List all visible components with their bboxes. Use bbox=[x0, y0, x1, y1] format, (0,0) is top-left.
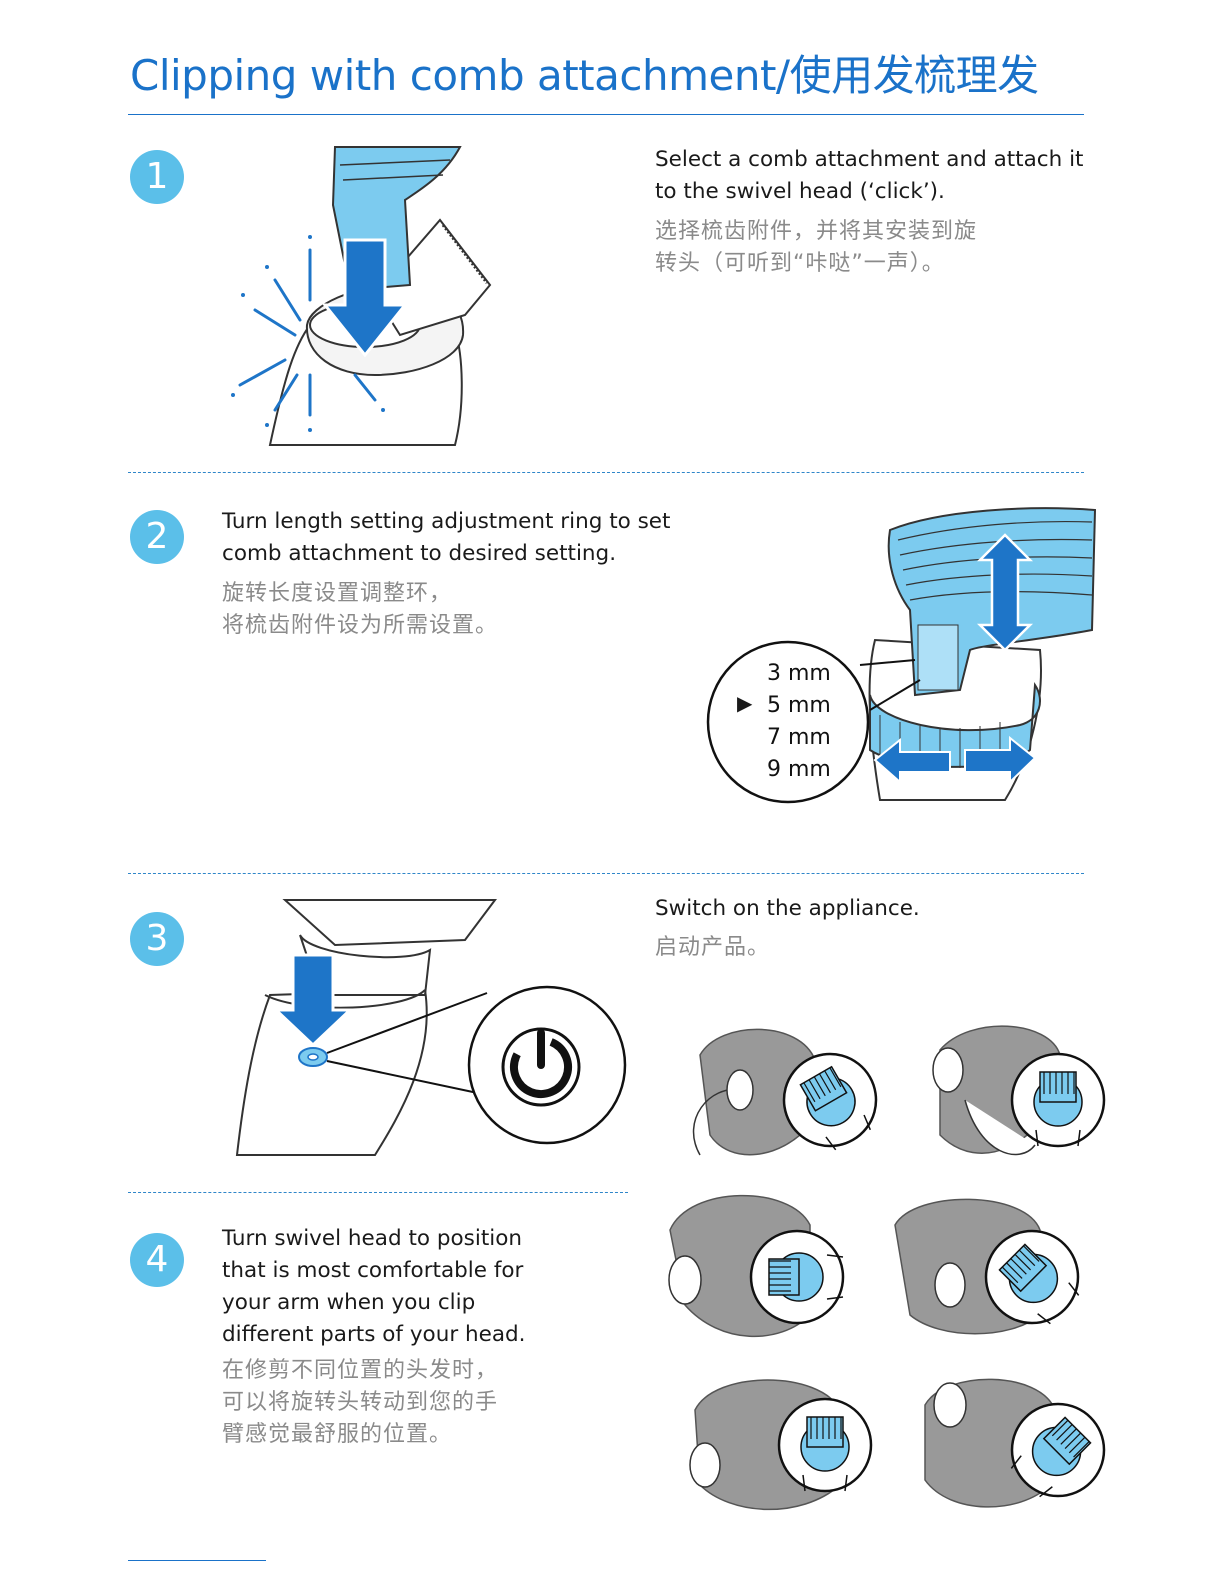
length-ring-illustration bbox=[706, 507, 1097, 804]
step-2-badge: 2 bbox=[130, 510, 184, 564]
section-divider bbox=[128, 873, 1084, 874]
page-title: Clipping with comb attachment/使用发梳理发 bbox=[130, 51, 1039, 100]
step-4-instruction-zh: 在修剪不同位置的头发时， 可以将旋转头转动到您的手 臂感觉最舒服的位置。 bbox=[222, 1358, 499, 1447]
step-4-badge: 4 bbox=[130, 1233, 184, 1287]
length-setting-5mm: 5 mm bbox=[767, 693, 831, 718]
length-setting-7mm: 7 mm bbox=[767, 725, 831, 750]
section-divider bbox=[128, 472, 1084, 473]
length-setting-9mm: 9 mm bbox=[767, 757, 831, 782]
power-button-icon bbox=[235, 899, 627, 1156]
head-positions-illustration bbox=[668, 1025, 1125, 1517]
length-settings-list: 3 mm 5 mm 7 mm 9 mm bbox=[767, 658, 831, 786]
trimmer-comb-attach-illustration bbox=[231, 146, 492, 446]
title-divider bbox=[128, 114, 1084, 115]
step-2-instruction-zh: 旋转长度设置调整环， 将梳齿附件设为所需设置。 bbox=[222, 581, 499, 638]
footer-rule bbox=[128, 1560, 266, 1561]
step-1-badge: 1 bbox=[130, 150, 184, 204]
step-3-instruction-zh: 启动产品。 bbox=[655, 935, 771, 960]
step-1-instruction-zh: 选择梳齿附件，并将其安装到旋 转头（可听到“咔哒”一声）。 bbox=[655, 219, 978, 276]
step-1-instruction-en: Select a comb attachment and attach it t… bbox=[655, 147, 1084, 204]
length-setting-3mm: 3 mm bbox=[767, 661, 831, 686]
step-3-instruction-en: Switch on the appliance. bbox=[655, 896, 920, 921]
step-2-instruction-en: Turn length setting adjustment ring to s… bbox=[222, 509, 671, 566]
selected-setting-marker-icon: ▶ bbox=[737, 691, 753, 715]
step-3-badge: 3 bbox=[130, 912, 184, 966]
step-4-instruction-en: Turn swivel head to position that is mos… bbox=[222, 1226, 526, 1347]
section-divider bbox=[128, 1192, 628, 1193]
